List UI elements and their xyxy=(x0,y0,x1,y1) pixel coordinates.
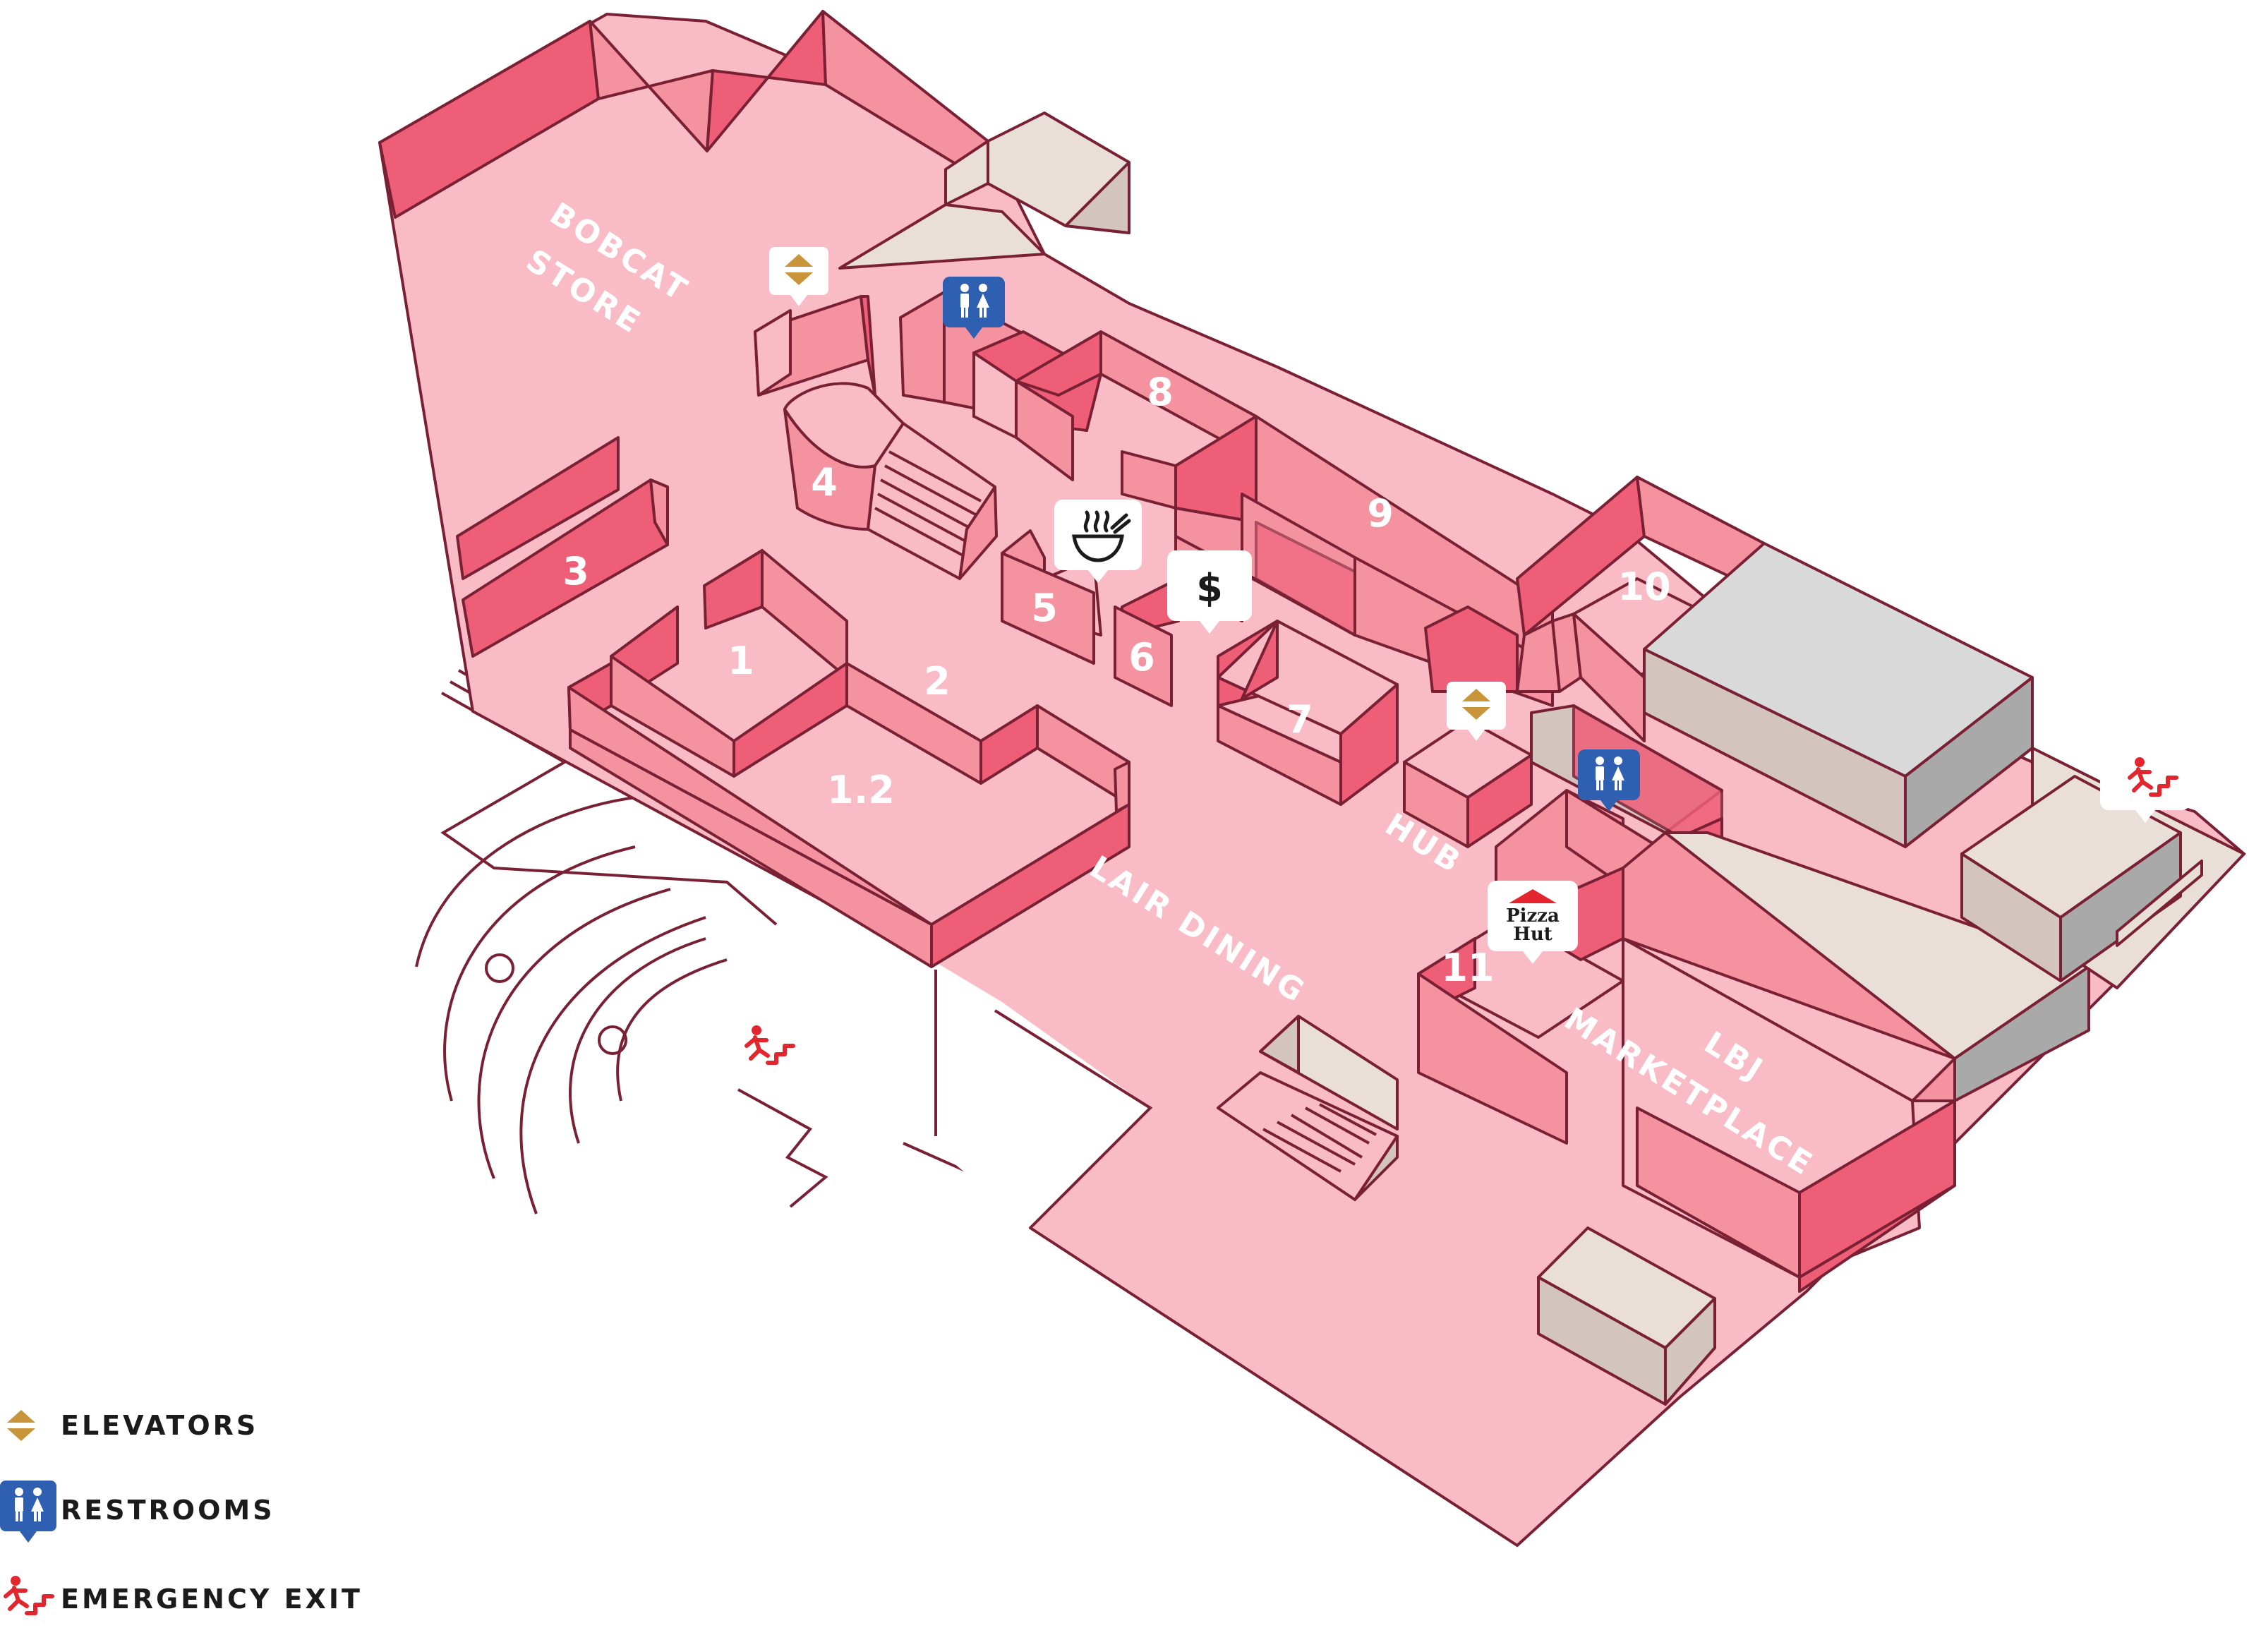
room-7 xyxy=(1217,620,1399,806)
legend-label: ELEVATORS xyxy=(61,1410,259,1441)
room-label-9: 9 xyxy=(1367,491,1394,536)
legend-label: EMERGENCY EXIT xyxy=(61,1584,363,1615)
room-label-11: 11 xyxy=(1441,946,1494,990)
room-label-1-2: 1.2 xyxy=(827,768,895,812)
room-labels: 1 1.2 2 3 4 5 6 7 8 9 10 11 xyxy=(562,370,1670,990)
room-4-stairs xyxy=(754,295,998,580)
pizza-hut-logo-line1: Pizza xyxy=(1506,905,1560,927)
lower-stairwell xyxy=(1217,1015,1399,1201)
emergency-exit-marker-left[interactable] xyxy=(747,1025,793,1063)
room-label-7: 7 xyxy=(1286,697,1313,742)
legend-label: RESTROOMS xyxy=(61,1495,275,1526)
atm-dollar-icon: $ xyxy=(1196,566,1223,610)
room-label-6: 6 xyxy=(1128,635,1155,680)
lower-service-box xyxy=(1537,1226,1716,1406)
hub-core xyxy=(1403,718,1533,848)
lbj-marketplace-walls xyxy=(1622,831,2090,1293)
room-label-4: 4 xyxy=(811,460,838,505)
emergency-exit-icon xyxy=(747,1025,793,1063)
upper-corridor-rooms xyxy=(899,291,1258,481)
right-service-area xyxy=(1960,747,2245,989)
room-label-1: 1 xyxy=(728,639,754,683)
bobcat-store-walls xyxy=(378,10,1130,270)
emergency-exit-pin-right[interactable] xyxy=(2100,744,2190,823)
food-pin[interactable] xyxy=(1054,500,1142,583)
service-block xyxy=(1643,542,2034,848)
elevator-pin-hub[interactable] xyxy=(1447,682,1506,741)
room-label-3: 3 xyxy=(562,549,589,593)
emergency-exit-icon xyxy=(0,1571,61,1627)
restroom-pin-upper[interactable] xyxy=(943,277,1005,339)
noodle-bowl-icon xyxy=(1072,510,1131,562)
elevator-pin-upper[interactable] xyxy=(769,247,828,306)
rooms-1-2-1-2 xyxy=(567,549,1130,968)
room-label-5: 5 xyxy=(1031,586,1058,630)
legend-elevators: ELEVATORS xyxy=(0,1397,258,1454)
pizza-hut-logo-line2: Hut xyxy=(1513,924,1552,945)
restroom-pin-hub[interactable] xyxy=(1578,749,1640,812)
room-3 xyxy=(456,436,669,658)
pizza-hut-pin[interactable]: Pizza Hut xyxy=(1488,881,1578,964)
room-label-8: 8 xyxy=(1147,370,1174,414)
room-10 xyxy=(1424,476,1766,742)
legend-emergency-exit: EMERGENCY EXIT xyxy=(0,1571,363,1627)
legend-restrooms: RESTROOMS xyxy=(0,1481,275,1543)
elevator-icon xyxy=(0,1397,61,1454)
room-label-10: 10 xyxy=(1617,565,1670,609)
atm-pin[interactable]: $ xyxy=(1167,550,1252,634)
rooms-5-6 xyxy=(1001,529,1180,707)
restroom-icon xyxy=(0,1481,61,1543)
room-label-2: 2 xyxy=(924,659,951,704)
pizza-hut-roof-icon xyxy=(1509,889,1557,903)
